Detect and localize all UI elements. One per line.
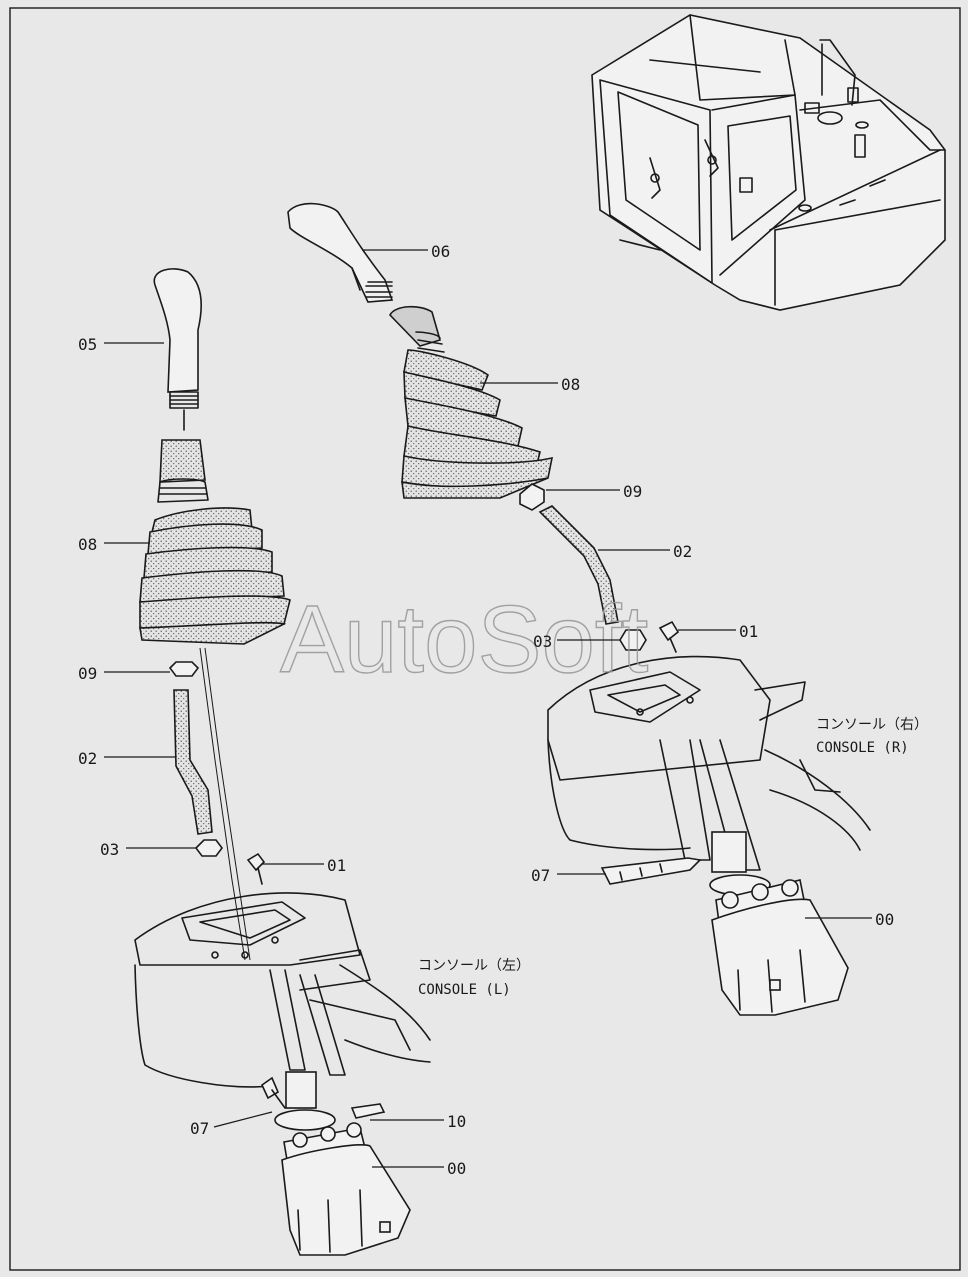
tie-07-right	[600, 857, 702, 885]
bolt-01-left	[246, 852, 266, 872]
boot-08-right	[389, 305, 554, 499]
callout-01-right: 01	[739, 622, 758, 641]
nut-03-right	[619, 629, 647, 651]
callout-08-left: 08	[78, 535, 97, 554]
valve-00-right	[709, 831, 849, 1016]
console-l-drawing	[134, 892, 431, 1088]
shaft-02-left	[173, 689, 213, 835]
excavator-cab-overview	[591, 14, 946, 311]
boot-08-left	[139, 439, 291, 645]
grip-06-shape	[287, 202, 394, 303]
console-r-drawing	[547, 655, 871, 871]
grip-05-shape	[153, 268, 202, 393]
callout-08-right: 08	[561, 375, 580, 394]
caption-console-l-jp: コンソール（左）	[418, 958, 530, 974]
caption-console-r-jp: コンソール（右）	[816, 717, 928, 733]
caption-console-r-en: CONSOLE (R)	[816, 740, 909, 756]
nut-09-left	[168, 661, 200, 677]
callouts-left: 05 08 09 02 03 01 07 10 00	[78, 335, 466, 1178]
callout-01-left: 01	[327, 856, 346, 875]
callout-02-right: 02	[673, 542, 692, 561]
left-lever-assembly	[134, 268, 431, 1256]
bolt-01-right	[658, 620, 680, 642]
callout-05: 05	[78, 335, 97, 354]
callout-02-left: 02	[78, 749, 97, 768]
callout-07-right: 07	[531, 866, 550, 885]
caption-console-l-en: CONSOLE (L)	[418, 982, 511, 998]
callout-00-right: 00	[875, 910, 894, 929]
callout-00-left: 00	[447, 1159, 466, 1178]
right-lever-assembly	[287, 202, 871, 1016]
pin-10-left	[350, 1103, 386, 1119]
callout-09-left: 09	[78, 664, 97, 683]
callouts-right: 06 08 09 02 03 01 07 00	[362, 242, 894, 929]
shaft-02-right	[538, 505, 619, 625]
callout-07-left: 07	[190, 1119, 209, 1138]
callout-10: 10	[447, 1112, 466, 1131]
nut-09-right	[519, 483, 545, 511]
callout-06: 06	[431, 242, 450, 261]
callout-03-right: 03	[533, 632, 552, 651]
valve-00-left	[274, 1071, 411, 1256]
sheet-border	[9, 7, 961, 1271]
callout-09-right: 09	[623, 482, 642, 501]
callout-03-left: 03	[100, 840, 119, 859]
nut-03-left	[194, 839, 223, 857]
